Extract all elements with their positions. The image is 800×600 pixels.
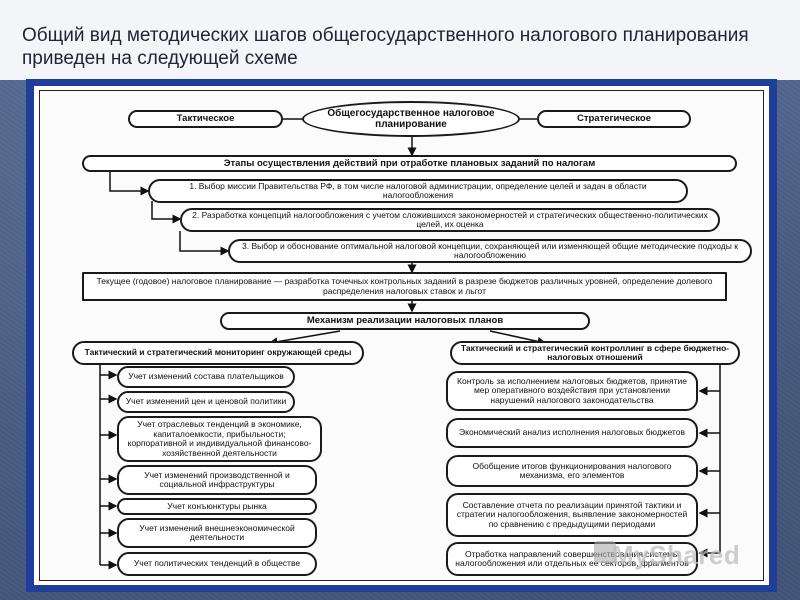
monitoring-box: Тактический и стратегический мониторинг …	[72, 341, 364, 365]
right-item-4: Составление отчета по реализации принято…	[446, 493, 698, 537]
right-item-3: Обобщение итогов функционирования налого…	[446, 455, 698, 487]
title-panel: Общий вид методических шагов общегосудар…	[0, 0, 800, 80]
step1-box: 1. Выбор миссии Правительства РФ, в том …	[148, 179, 688, 203]
arrow-step1	[109, 171, 150, 196]
right-item-5-label: Отработка направлений совершенствования …	[455, 548, 689, 568]
mechanism-box: Механизм реализации налоговых планов	[220, 312, 590, 330]
current-planning-box: Текущее (годовое) налоговое планирование…	[82, 272, 727, 301]
right-item-1-label: Контроль за исполнением налоговых бюджет…	[457, 375, 687, 405]
left-item-3-label: Учет отраслевых тенденций в экономике, к…	[127, 419, 312, 458]
diagram-frame: Тактическое Общегосударственное налогово…	[26, 79, 777, 592]
left-item-4-label: Учет изменений производственной и социал…	[144, 469, 290, 489]
tactical-label: Тактическое	[176, 113, 235, 125]
left-item-3: Учет отраслевых тенденций в экономике, к…	[117, 416, 322, 462]
left-item-5: Учет конъюнктуры рынка	[117, 498, 317, 515]
arrow-step3	[179, 231, 230, 256]
left-item-5-label: Учет конъюнктуры рынка	[167, 500, 267, 511]
left-item-1-label: Учет изменений состава плательщиков	[128, 371, 284, 382]
tactical-box: Тактическое	[128, 110, 283, 128]
left-item-1: Учет изменений состава плательщиков	[117, 366, 295, 388]
stages-header-label: Этапы осуществления действий при отработ…	[223, 157, 596, 169]
left-item-6: Учет изменений внешнеэкономической деяте…	[117, 518, 317, 548]
slide-heading: Общий вид методических шагов общегосудар…	[22, 25, 749, 69]
step3-label: 3. Выбор и обоснование оптимальной налог…	[242, 240, 738, 260]
diagram-canvas: Тактическое Общегосударственное налогово…	[39, 90, 764, 581]
step2-label: 2. Разработка концепций налогообложения …	[192, 209, 708, 229]
left-item-4: Учет изменений производственной и социал…	[117, 465, 317, 495]
watermark: MyShared	[612, 540, 741, 570]
left-item-7: Учет политических тенденций в обществе	[117, 552, 317, 576]
strategic-box: Стратегическое	[537, 110, 691, 128]
left-item-6-label: Учет изменений внешнеэкономической деяте…	[139, 522, 295, 542]
stages-header-box: Этапы осуществления действий при отработ…	[82, 155, 737, 172]
left-item-2-label: Учет изменений цен и ценовой политики	[125, 396, 287, 407]
controlling-box: Тактический и стратегический контроллинг…	[450, 341, 740, 365]
right-item-2: Экономический анализ исполнения налоговы…	[446, 418, 698, 448]
arrow-step2	[151, 201, 182, 224]
strategic-label: Стратегическое	[576, 113, 651, 125]
connector-lines	[99, 118, 721, 570]
current-planning-label: Текущее (годовое) налоговое планирование…	[96, 276, 713, 296]
mechanism-label: Механизм реализации налоговых планов	[306, 315, 504, 327]
right-item-2-label: Экономический анализ исполнения налоговы…	[459, 427, 685, 438]
right-item-5: Отработка направлений совершенствования …	[446, 542, 698, 576]
right-item-4-label: Составление отчета по реализации принято…	[456, 499, 688, 529]
left-item-7-label: Учет политических тенденций в обществе	[133, 558, 301, 569]
step1-label: 1. Выбор миссии Правительства РФ, в том …	[189, 180, 647, 200]
right-item-3-label: Обобщение итогов функционирования налого…	[472, 460, 672, 480]
diagram-frame-inner: Тактическое Общегосударственное налогово…	[34, 86, 769, 585]
monitoring-label: Тактический и стратегический мониторинг …	[84, 347, 352, 358]
center-box: Общегосударственное налоговое планирован…	[302, 101, 520, 137]
step2-box: 2. Разработка концепций налогообложения …	[180, 208, 720, 232]
watermark-logo-icon	[594, 541, 616, 563]
right-item-1: Контроль за исполнением налоговых бюджет…	[446, 371, 698, 411]
center-label: Общегосударственное налоговое планирован…	[327, 108, 495, 130]
step3-box: 3. Выбор и обоснование оптимальной налог…	[228, 239, 752, 263]
left-item-2: Учет изменений цен и ценовой политики	[117, 391, 295, 413]
controlling-label: Тактический и стратегический контроллинг…	[460, 342, 730, 362]
